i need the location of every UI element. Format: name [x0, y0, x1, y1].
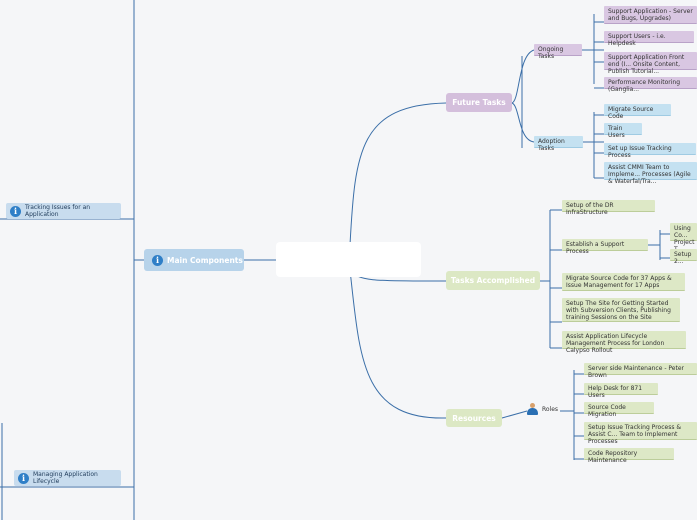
managing-lifecycle-label: Managing Application Lifecycle [33, 471, 98, 485]
main-components-label: Main Components [167, 255, 243, 265]
adoption-connector [511, 102, 535, 143]
tasks-accomplished-node[interactable]: Tasks Accomplished [446, 271, 540, 290]
info-icon: i [10, 205, 21, 217]
tasks-accomplished-label: Tasks Accomplished [450, 276, 536, 285]
list-item[interactable]: Train Users [604, 123, 642, 139]
central-topic[interactable] [276, 242, 421, 277]
resources-connector [349, 269, 447, 419]
ongoing-tasks-label: Ongoing Tasks [538, 46, 564, 60]
list-item[interactable]: Assist Application Lifecycle Management … [562, 331, 686, 354]
list-item[interactable]: Setup The Site for Getting Started with … [562, 298, 680, 322]
list-item[interactable]: Migrate Source Code for 37 Apps & Issue … [562, 273, 685, 291]
list-item[interactable]: Source Code Migration [584, 402, 654, 418]
list-item[interactable]: Code Repository Maintenance [584, 448, 674, 464]
person-icon [527, 403, 538, 415]
list-item[interactable]: Setup of the DR InfraStructure [562, 200, 655, 216]
list-item[interactable]: Assist CMMI Team to Impleme... Processes… [604, 162, 697, 185]
list-item[interactable]: Help Desk for 871 Users [584, 383, 658, 399]
adoption-tasks-node[interactable]: Adoption Tasks [534, 136, 583, 152]
list-item[interactable]: Setup 2... [670, 249, 697, 265]
resources-label: Resources [452, 413, 496, 423]
ongoing-connector [511, 49, 535, 104]
list-item[interactable]: Support Application Front end (I... Onsi… [604, 52, 697, 75]
list-item[interactable]: Migrate Source Code [604, 104, 671, 120]
list-item[interactable]: Establish a Support Process [562, 239, 648, 255]
roles-node[interactable]: Roles [527, 402, 558, 416]
list-item[interactable]: Support Application - Server and Bugs, U… [604, 6, 697, 24]
list-item[interactable]: Set up Issue Tracking Process [604, 143, 696, 159]
main-components-node[interactable]: i Main Components [144, 249, 244, 271]
future-tasks-connector [349, 102, 447, 246]
tracking-issues-node[interactable]: i Tracking Issues for an Application [6, 203, 121, 219]
managing-lifecycle-node[interactable]: i Managing Application Lifecycle [14, 470, 121, 486]
roles-label: Roles [542, 405, 559, 413]
ongoing-tasks-node[interactable]: Ongoing Tasks [534, 44, 582, 60]
list-item[interactable]: Server side Maintenance - Peter Brown [584, 363, 697, 379]
adoption-tasks-label: Adoption Tasks [538, 138, 565, 152]
list-item[interactable]: Using Co... Project T... [670, 223, 697, 253]
info-icon: i [152, 254, 163, 266]
info-icon: i [18, 472, 29, 484]
list-item[interactable]: Support Users - i.e. Helpdesk [604, 31, 694, 47]
future-tasks-node[interactable]: Future Tasks [446, 93, 512, 112]
list-item[interactable]: Setup Issue Tracking Process & Assist C.… [584, 422, 697, 445]
future-tasks-label: Future Tasks [452, 98, 506, 107]
resources-node[interactable]: Resources [446, 409, 502, 427]
resources-to-roles [501, 410, 528, 419]
tracking-issues-label: Tracking Issues for an Application [25, 204, 91, 218]
list-item[interactable]: Performance Monitoring (Ganglia... [604, 77, 697, 93]
